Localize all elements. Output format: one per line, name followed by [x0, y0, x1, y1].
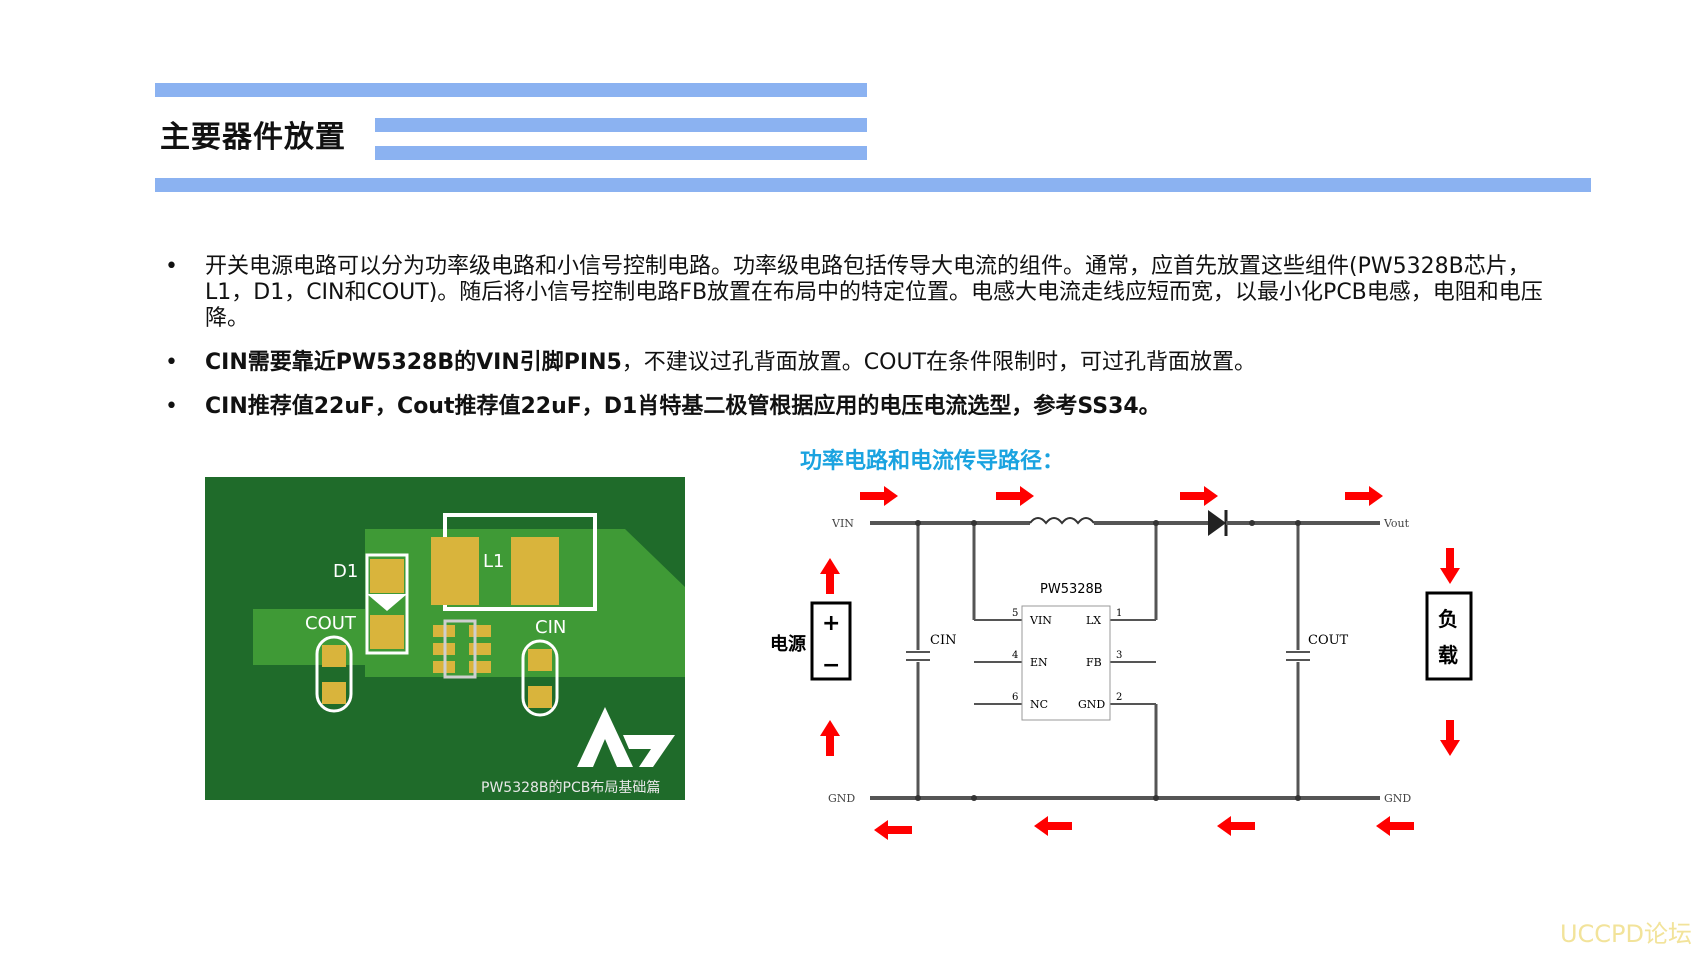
load-box — [1425, 591, 1473, 681]
gnd-label-left: GND — [828, 792, 855, 805]
pin-num: 5 — [1012, 608, 1018, 619]
chip-pad — [469, 625, 491, 637]
chip-pad — [469, 661, 491, 673]
pin-num: 4 — [1012, 650, 1018, 661]
d1-label: D1 — [333, 561, 358, 582]
source-box — [810, 601, 852, 681]
bullet-3: • CIN推荐值22uF，Cout推荐值22uF，D1肖特基二极管根据应用的电压… — [165, 394, 1545, 420]
source-label: 电源 — [770, 633, 806, 655]
arrow-up-icon — [820, 558, 840, 594]
cout-label: COUT — [305, 613, 357, 634]
cout-outline — [315, 635, 353, 713]
arrow-up-icon — [820, 720, 840, 756]
arrow-right-icon — [860, 486, 898, 506]
d1-pad-bottom — [370, 615, 404, 649]
bullet-list: • 开关电源电路可以分为功率级电路和小信号控制电路。功率级电路包括传导大电流的组… — [165, 254, 1545, 438]
chip-name: PW5328B — [1040, 582, 1103, 597]
pin-name: GND — [1078, 698, 1105, 711]
pin-name: EN — [1030, 656, 1048, 669]
header-bar-right-1 — [375, 118, 867, 132]
pin-num: 3 — [1116, 650, 1122, 661]
chip-outline — [443, 619, 477, 679]
chip-pad — [469, 643, 491, 655]
schematic-heading: 功率电路和电流传导路径： — [800, 449, 1065, 474]
bullet-bold-text: CIN推荐值22uF，Cout推荐值22uF，D1肖特基二极管根据应用的电压电流… — [205, 394, 1161, 419]
arrow-right-icon — [996, 486, 1034, 506]
cin-pad-top — [528, 649, 552, 671]
pcb-caption: PW5328B的PCB布局基础篇 — [481, 779, 660, 796]
pin-name: NC — [1030, 698, 1048, 711]
cout-pad-top — [322, 645, 346, 667]
bullet-dot: • — [165, 254, 178, 279]
arrow-left-icon — [874, 820, 912, 840]
d1-diode-symbol — [367, 594, 407, 611]
diode-symbol — [1208, 510, 1226, 536]
cin-outline — [521, 639, 559, 717]
pin-name: FB — [1086, 656, 1102, 669]
pin-num: 2 — [1116, 692, 1122, 703]
arrows-side — [820, 548, 1460, 756]
junctions — [915, 520, 1301, 801]
pin-name: VIN — [1029, 614, 1052, 627]
bullet-dot: • — [165, 350, 178, 375]
load-label-2: 载 — [1438, 643, 1458, 667]
bullet-text: 开关电源电路可以分为功率级电路和小信号控制电路。功率级电路包括传导大电流的组件。… — [205, 254, 1543, 331]
cout-text: COUT — [1308, 633, 1349, 648]
minus-sign: − — [822, 653, 840, 678]
arrow-down-icon — [1440, 548, 1460, 584]
header-bar-top — [155, 83, 867, 97]
cin-text: CIN — [930, 633, 956, 648]
bullet-text: ，不建议过孔背面放置。COUT在条件限制时，可过孔背面放置。 — [621, 350, 1257, 375]
l1-pad-left — [431, 537, 479, 605]
pin-name: LX — [1086, 614, 1101, 627]
page-title: 主要器件放置 — [160, 120, 346, 155]
logo-shape — [577, 707, 633, 767]
bullet-1: • 开关电源电路可以分为功率级电路和小信号控制电路。功率级电路包括传导大电流的组… — [165, 254, 1545, 332]
pcb-layout-image: L1 D1 COUT CIN PW5328B的PCB布局基础篇 — [205, 477, 685, 800]
arrow-left-icon — [1376, 816, 1414, 836]
chip-body — [1021, 605, 1111, 721]
bullet-bold-text: CIN需要靠近PW5328B的VIN引脚PIN5 — [205, 350, 622, 375]
cin-label: CIN — [535, 617, 566, 638]
pin-num: 6 — [1012, 692, 1018, 703]
l1-pad-right — [511, 537, 559, 605]
arrows-top — [860, 486, 1383, 506]
cin-pad-bottom — [528, 686, 552, 708]
schematic-diagram: CIN COUT PW5328B VIN EN NC 5 4 6 LX FB G… — [770, 486, 1473, 840]
logo-shape-2 — [623, 735, 675, 767]
header-bar-right-2 — [375, 146, 867, 160]
pcb-copper-left — [253, 609, 365, 665]
vin-label: VIN — [831, 517, 854, 530]
arrow-left-icon — [1217, 816, 1255, 836]
bullet-dot: • — [165, 394, 178, 419]
arrow-right-icon — [1345, 486, 1383, 506]
vout-label: Vout — [1383, 517, 1410, 530]
gnd-label-right: GND — [1384, 792, 1411, 805]
cout-pad-bottom — [322, 682, 346, 704]
d1-outline — [365, 553, 409, 655]
arrows-bottom — [874, 816, 1414, 840]
arrow-left-icon — [1034, 816, 1072, 836]
load-label-1: 负 — [1438, 607, 1458, 631]
header-bar-long — [155, 178, 1591, 192]
bullet-2: • CIN需要靠近PW5328B的VIN引脚PIN5，不建议过孔背面放置。COU… — [165, 350, 1545, 376]
arrow-down-icon — [1440, 720, 1460, 756]
l1-label: L1 — [483, 551, 504, 572]
pin-num: 1 — [1116, 608, 1122, 619]
inductor-symbol — [1029, 517, 1095, 525]
watermark: UCCPD论坛 — [1559, 920, 1692, 948]
arrow-right-icon — [1180, 486, 1218, 506]
plus-sign: + — [822, 611, 840, 636]
d1-pad-top — [370, 559, 404, 593]
